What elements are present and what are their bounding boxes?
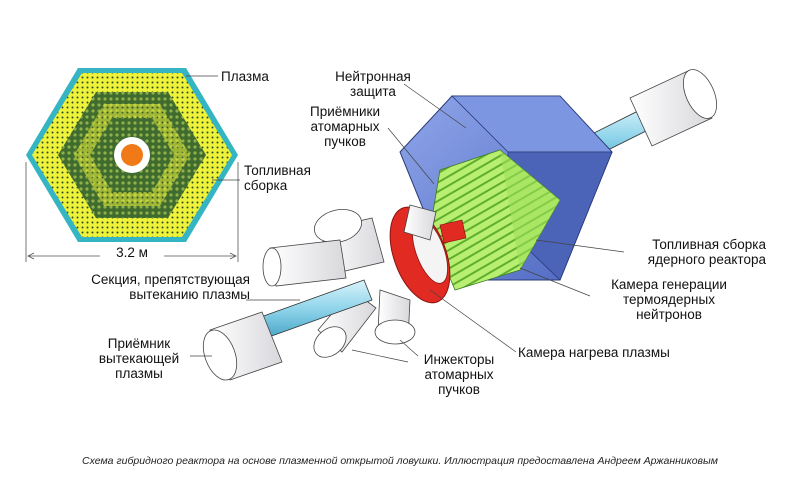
- label-reactor-fuel-assembly: Топливная сборка ядерного реактора: [647, 237, 766, 267]
- leader-lines: [186, 75, 625, 363]
- label-dimension: 3.2 м: [100, 245, 164, 260]
- label-fuel-assembly: Топливная сборка: [244, 163, 311, 193]
- plasma-core: [121, 144, 143, 166]
- label-neutron-chamber: Камера генерации термоядерных нейтронов: [611, 277, 727, 322]
- label-injectors: Инжекторы атомарных пучков: [423, 352, 495, 397]
- left-receiver: [202, 279, 373, 381]
- beam-receiver-red: [439, 219, 467, 244]
- label-neutron-shield: Нейтронная защита: [335, 69, 411, 99]
- label-plasma: Плазма: [221, 69, 269, 84]
- fuel-assembly-cross-section: [26, 68, 238, 242]
- label-plasma-outflow-section: Секция, препятствующая вытеканию плазмы: [91, 272, 250, 302]
- figure-caption: Схема гибридного реактора на основе плаз…: [82, 455, 718, 467]
- label-atomic-beam-receivers: Приёмники атомарных пучков: [310, 104, 380, 149]
- injectors: [262, 204, 437, 358]
- label-heating-chamber: Камера нагрева плазмы: [518, 345, 670, 360]
- label-outflow-receiver: Приёмник вытекающей плазмы: [98, 336, 180, 381]
